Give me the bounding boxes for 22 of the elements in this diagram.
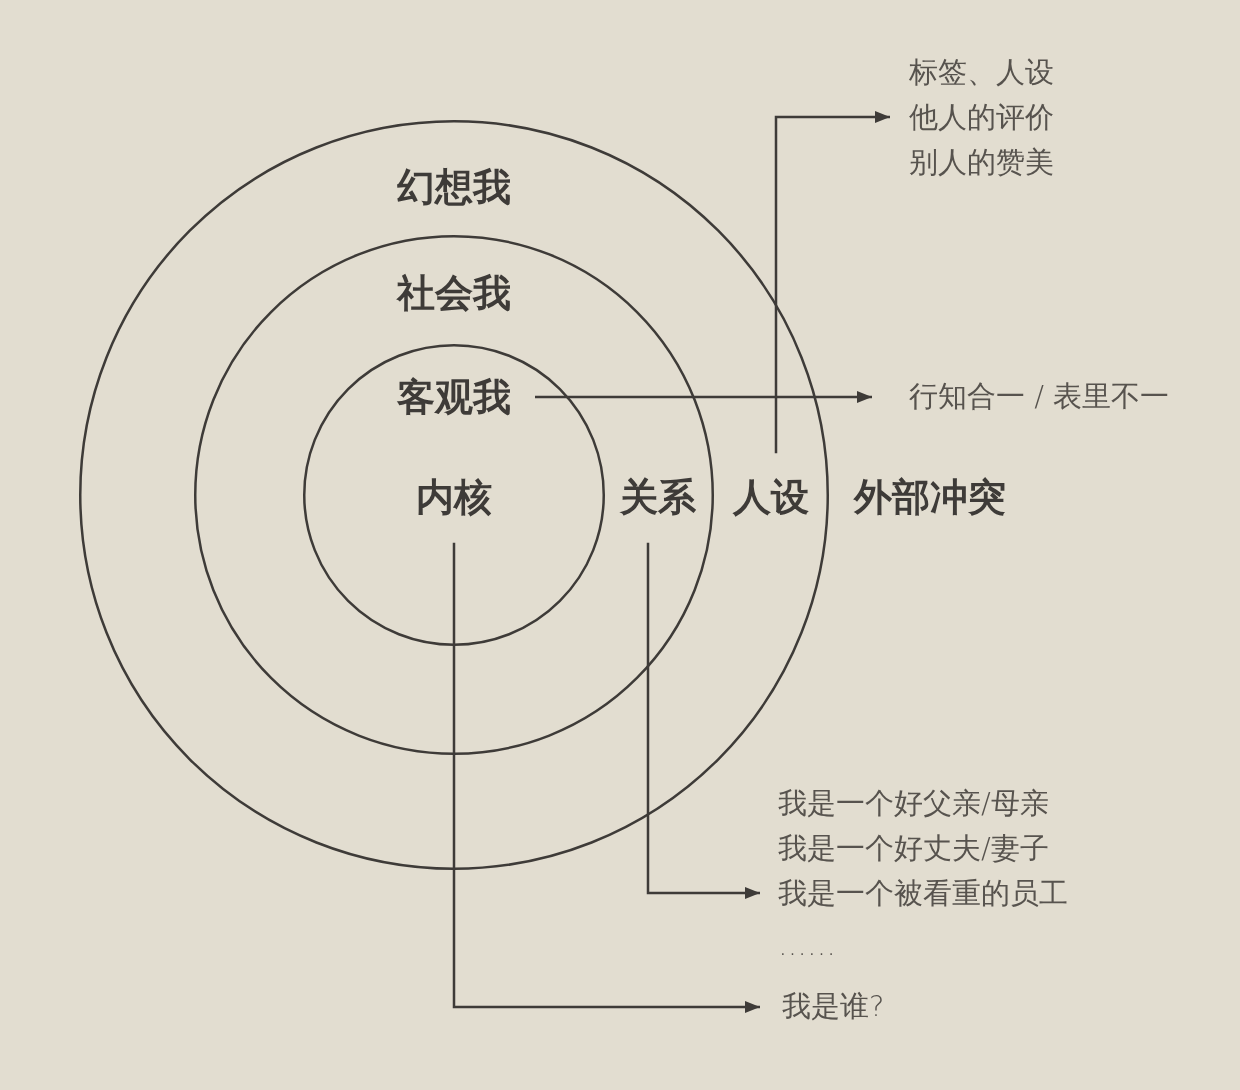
circle-title: 客观我 (397, 378, 511, 416)
ring-label: 关系 (620, 475, 696, 519)
ring-label: 人设 (733, 475, 809, 519)
note-line: …… (778, 926, 837, 964)
arrow (535, 391, 872, 403)
note-text: 行知合一 / 表里不一 (909, 380, 1170, 414)
circle-title: 社会我 (397, 274, 511, 312)
note-line: 他人的评价 (909, 98, 1054, 136)
note-line: 标签、人设 (909, 53, 1054, 91)
note-line: 我是一个好父亲/母亲 (778, 784, 1050, 822)
inner-circle (303, 344, 605, 646)
question-text: 我是谁? (782, 990, 885, 1024)
middle-circle (194, 235, 714, 755)
note-line: 我是一个好丈夫/妻子 (778, 829, 1050, 867)
arrow (774, 111, 890, 454)
arrow (646, 542, 760, 899)
ring-label: 外部冲突 (854, 478, 1006, 516)
ring-label: 内核 (416, 475, 492, 519)
arrow (452, 542, 760, 1013)
note-line: 我是一个被看重的员工 (778, 874, 1068, 912)
circle-title: 幻想我 (397, 168, 511, 206)
note-line: 别人的赞美 (909, 143, 1054, 181)
